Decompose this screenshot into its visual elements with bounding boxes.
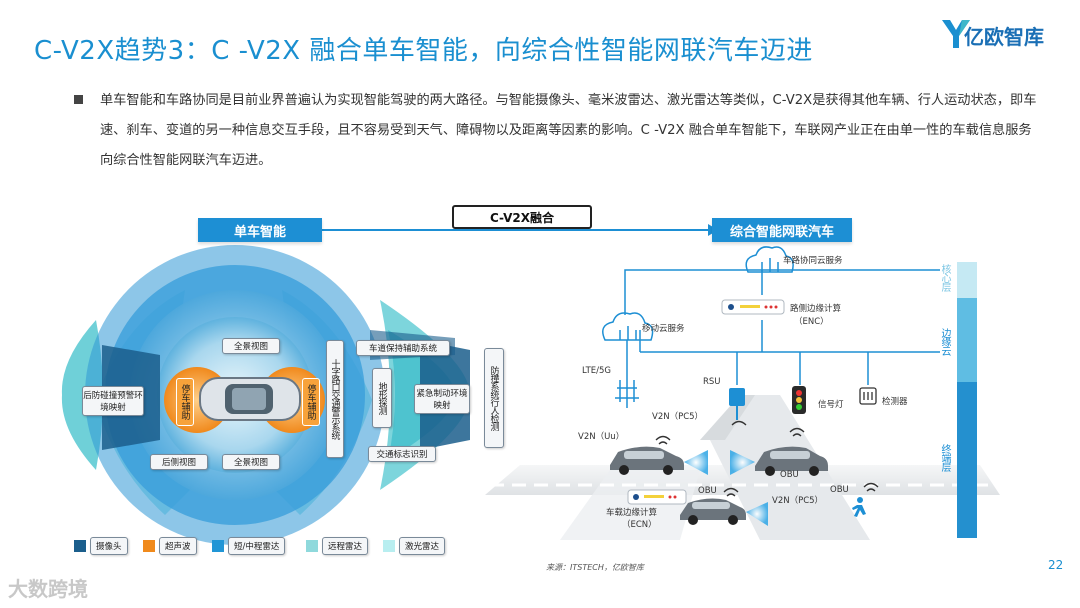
rear-view-label: 后侧视图 [150, 454, 208, 470]
lane-keep-label: 车道保持辅助系统 [356, 340, 450, 356]
pedestrian-icon [852, 497, 866, 517]
intro-paragraph: 单车智能和车路协同是目前业界普遍认为实现智能驾驶的两大路径。与智能摄像头、毫米波… [100, 93, 1037, 168]
vehicle-edge-device-icon [627, 489, 687, 505]
intersection-warning-label: 十字路口交通警示系统 [326, 340, 344, 458]
mobile-cloud-icon [602, 312, 654, 341]
obu-2-label: OBU [780, 470, 799, 480]
vehicle-3-icon [680, 498, 768, 526]
signal-label: 信号灯 [818, 400, 844, 410]
vehicle-1-icon [610, 446, 708, 475]
cloud-coop-label: 车路协同云服务 [783, 256, 843, 266]
v2n-pc5-2-label: V2N（PC5） [772, 496, 824, 506]
legend-short-radar: 短/中程雷达 [212, 537, 286, 555]
legend-label: 激光雷达 [399, 537, 446, 555]
v2x-network-diagram [485, 246, 1000, 540]
detector-icon [859, 387, 877, 405]
cloud-coop-icon [745, 246, 794, 273]
legend-ultrasonic: 超声波 [143, 537, 197, 555]
page-title: C-V2X趋势3：C -V2X 融合单车智能，向综合性智能网联汽车迈进 [34, 36, 813, 66]
vehicle-2-icon [730, 446, 828, 476]
legend-swatch [143, 540, 155, 552]
v2n-uu-label: V2N（Uu） [578, 432, 625, 442]
detector-label: 检测器 [882, 397, 908, 407]
legend-label: 远程雷达 [322, 537, 369, 555]
lte-label: LTE/5G [582, 366, 611, 376]
roadside-edge-device-icon [721, 299, 785, 315]
legend-long-radar: 远程雷达 [306, 537, 369, 555]
ecn-label: （ECN） [622, 520, 657, 530]
layer-terminal-label: 终端层 [939, 444, 950, 471]
source-note: 来源：ITSTECH，亿欧智库 [546, 563, 644, 572]
obu-1-label: OBU [698, 486, 717, 496]
legend-camera: 摄像头 [74, 537, 128, 555]
car-topview-icon [199, 377, 301, 421]
lte-tower-icon [615, 380, 639, 408]
emergency-brake-label: 紧急制动环境映射 [414, 384, 470, 414]
park-assist-right-label: 停车辅助 [302, 378, 320, 426]
enc-label: （ENC） [794, 317, 829, 327]
legend-swatch [383, 540, 395, 552]
legend-swatch [306, 540, 318, 552]
single-vehicle-box: 单车智能 [198, 218, 322, 242]
intelligent-connected-box: 综合智能网联汽车 [712, 218, 852, 242]
wifi-signals [655, 420, 879, 497]
vehicle-edge-label: 车载边缘计算 [606, 508, 658, 518]
terrain-detect-label: 地形探测 [372, 368, 392, 428]
logo-text: 亿欧智库 [964, 25, 1044, 49]
legend-label: 摄像头 [90, 537, 128, 555]
mobile-cloud-label: 移动云服务 [642, 324, 685, 334]
legend-swatch [212, 540, 224, 552]
legend-label: 短/中程雷达 [228, 537, 286, 555]
panorama-top-label: 全景视图 [222, 338, 280, 354]
yiou-logo-icon [942, 20, 970, 48]
obu-3-label: OBU [830, 485, 849, 495]
legend-label: 超声波 [159, 537, 197, 555]
traffic-light-icon [792, 386, 806, 414]
page-number: 22 [1048, 558, 1064, 572]
legend-swatch [74, 540, 86, 552]
panorama-bottom-label: 全景视图 [222, 454, 280, 470]
park-assist-left-label: 停车辅助 [176, 378, 194, 426]
rear-collision-label: 后防碰撞预警环境映射 [82, 386, 144, 416]
rsu-icon [729, 388, 745, 420]
legend-lidar: 激光雷达 [383, 537, 446, 555]
roadside-edge-label: 路侧边缘计算 [790, 304, 842, 314]
bullet-square-icon [74, 95, 83, 104]
layer-core-label: 核心层 [939, 264, 950, 291]
watermark-text: 大数跨境 [8, 577, 88, 601]
anti-collision-label: 防撞系统行人检测 [484, 348, 504, 448]
v2n-pc5-label: V2N（PC5） [652, 412, 704, 422]
traffic-sign-recog-label: 交通标志识别 [368, 446, 436, 462]
layer-edge-label: 边缘云 [939, 328, 950, 355]
rsu-label: RSU [703, 377, 721, 387]
cv2x-fusion-box: C-V2X融合 [452, 205, 592, 229]
